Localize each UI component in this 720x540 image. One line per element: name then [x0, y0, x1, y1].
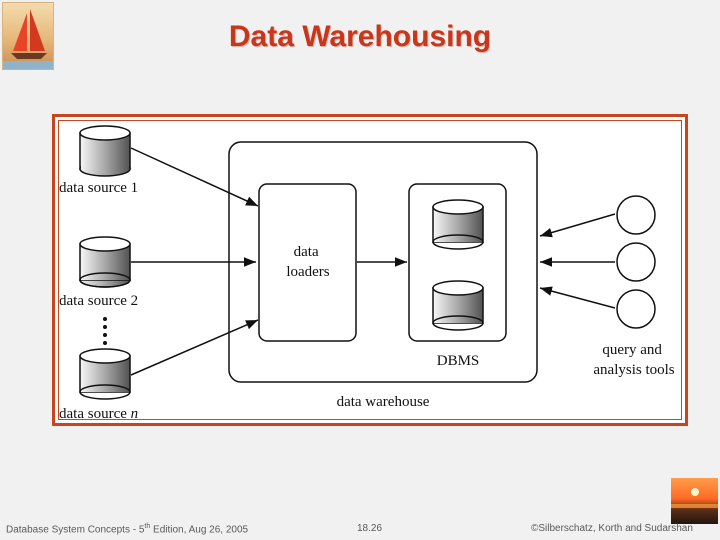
- sailboat-logo-image: [2, 2, 54, 70]
- data-loaders-box: [258, 183, 357, 342]
- query-tool-circle: [616, 242, 656, 282]
- database-cylinder-icon: [432, 280, 484, 331]
- query-tool-circle: [616, 289, 656, 329]
- flow-arrows: [130, 147, 616, 376]
- source-1-label: data source 1: [59, 180, 138, 196]
- footer-course-info: Database System Concepts - 5th Edition, …: [6, 523, 249, 536]
- dbms-box: [408, 183, 507, 342]
- source-n-label: data source n: [59, 406, 138, 422]
- source-2-label: data source 2: [59, 293, 138, 309]
- sunset-logo-image: [671, 478, 718, 524]
- database-cylinder-icon: [432, 199, 484, 250]
- data-loaders-label: data loaders: [286, 244, 329, 280]
- database-cylinder-icon: [79, 348, 131, 400]
- database-cylinder-icon: [79, 125, 131, 177]
- data-warehouse-label: data warehouse: [337, 394, 430, 410]
- query-tool-circle: [616, 195, 656, 235]
- database-cylinder-icon: [79, 236, 131, 288]
- ellipsis-dots: [103, 317, 107, 345]
- slide-title: Data Warehousing: [228, 20, 492, 53]
- dbms-label: DBMS: [437, 353, 480, 369]
- diagram-frame: [52, 114, 688, 426]
- footer-page-number: 18.26: [357, 523, 383, 534]
- query-tools-label: query and analysis tools: [593, 342, 674, 378]
- footer-copyright: ©Silberschatz, Korth and Sudarshan: [531, 523, 693, 534]
